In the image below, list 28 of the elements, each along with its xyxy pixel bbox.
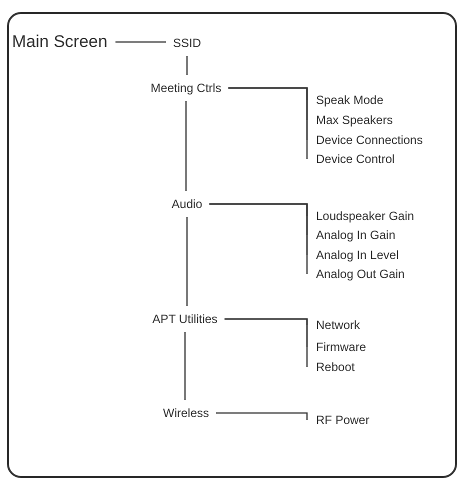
connector-line: [186, 56, 188, 75]
submenu-label: Reboot: [307, 359, 355, 375]
submenu-label: Speak Mode: [307, 92, 384, 108]
submenu-label: Analog In Level: [307, 247, 399, 263]
connector-line: [115, 41, 166, 43]
submenu-label: Analog Out Gain: [307, 266, 405, 282]
connector-line: [228, 87, 308, 159]
submenu-label: Max Speakers: [307, 112, 393, 128]
submenu-label: Device Connections: [307, 132, 423, 148]
menu-label: Wireless: [156, 400, 216, 426]
menu-label: Meeting Ctrls: [144, 75, 228, 101]
submenu-label: Firmware: [307, 339, 366, 355]
diagram-frame: [7, 12, 457, 478]
submenu-label: Loudspeaker Gain: [307, 208, 414, 224]
connector-line: [186, 217, 188, 306]
connector-line: [185, 101, 187, 191]
menu-label: SSID: [166, 30, 208, 56]
submenu-label: Network: [307, 317, 360, 333]
submenu-label: Analog In Gain: [307, 227, 396, 243]
submenu-label: RF Power: [307, 412, 370, 428]
menu-label: APT Utilities: [145, 306, 225, 332]
connector-line: [184, 332, 186, 400]
connector-line: [216, 412, 308, 420]
connector-line: [209, 203, 308, 274]
root-menu-label: Main Screen: [12, 30, 116, 54]
connector-line: [224, 318, 308, 367]
submenu-label: Device Control: [307, 151, 395, 167]
menu-label: Audio: [164, 191, 210, 217]
